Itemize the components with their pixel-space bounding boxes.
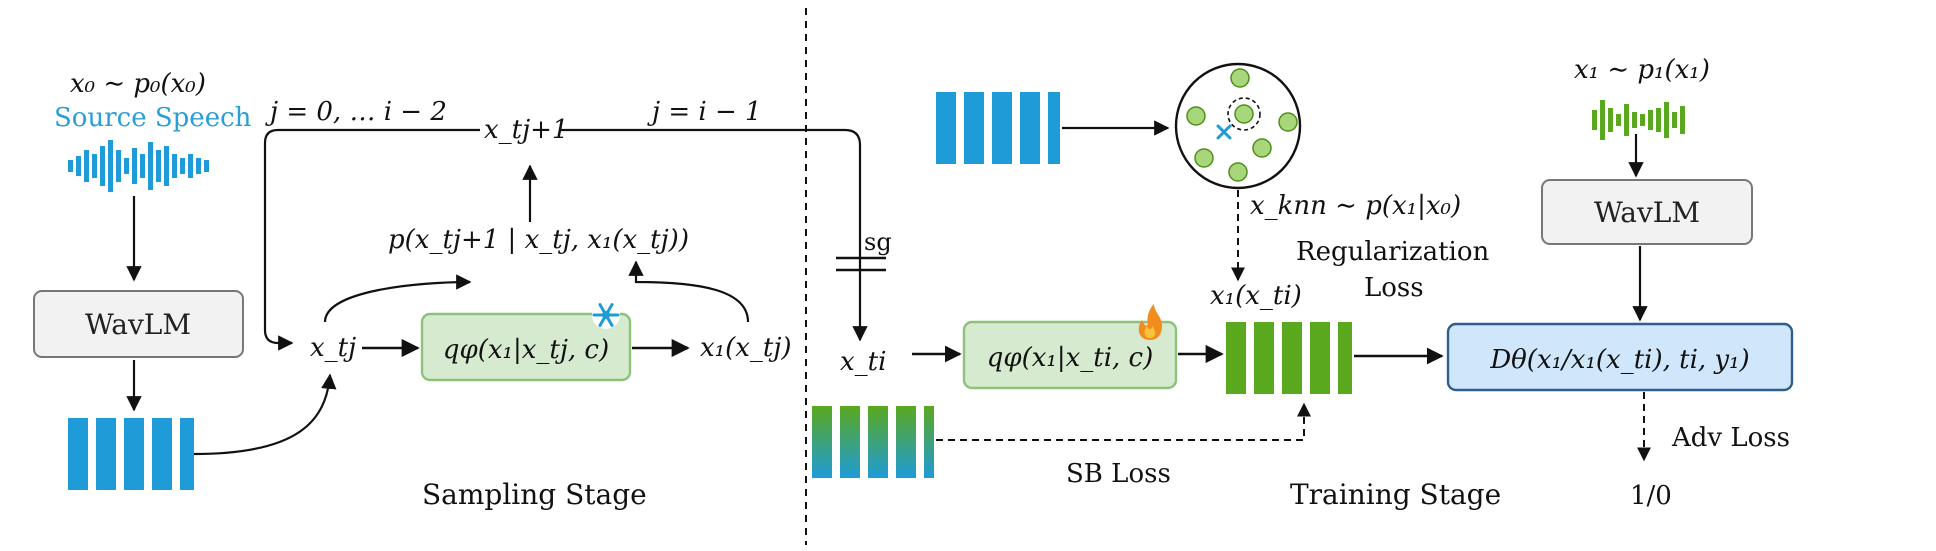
x-tj-plus-1: x_tj+1 (484, 115, 569, 145)
source-feature-blocks (68, 418, 194, 490)
q-model-train-box (962, 320, 1178, 390)
target-waveform-icon (1592, 100, 1685, 140)
sampling-stage-label: Sampling Stage (422, 478, 647, 511)
discriminator-box (1446, 322, 1794, 392)
wavlm-box-right (1541, 179, 1753, 245)
wavlm-label-left: WavLM (85, 308, 191, 341)
q-model-train-label: qφ(x₁|x_ti, c) (987, 343, 1154, 373)
snowflake-icon (592, 301, 620, 329)
x-ti: x_ti (840, 347, 886, 377)
regularization-loss-label: Regularization Loss (1296, 237, 1498, 303)
source-distribution-eq: x₀ ∼ p₀(x₀) (70, 69, 206, 99)
knn-cluster (1174, 62, 1302, 190)
last-step-label: j = i − 1 (647, 97, 762, 127)
x-tj: x_tj (310, 333, 356, 363)
predicted-target-blocks (1226, 322, 1352, 394)
stop-gradient-label: sg (864, 228, 892, 256)
q-model-frozen-box (420, 312, 632, 382)
posterior-eq: p(x_tj+1 | x_tj, x₁(x_tj)) (388, 225, 689, 255)
adv-loss-label: Adv Loss (1671, 423, 1790, 453)
x1-of-x-ti: x₁(x_ti) (1210, 281, 1302, 311)
training-stage-label: Training Stage (1290, 478, 1501, 511)
source-waveform-icon (68, 140, 209, 192)
adv-output-label: 1/0 (1630, 481, 1672, 511)
loop-range-label: j = 0, … i − 2 (265, 97, 447, 127)
x1-of-x-tj: x₁(x_tj) (700, 333, 792, 363)
target-distribution-eq: x₁ ∼ p₁(x₁) (1574, 55, 1710, 85)
q-model-frozen-label: qφ(x₁|x_tj, c) (443, 335, 609, 365)
wavlm-label-right: WavLM (1594, 196, 1700, 229)
fire-icon (1138, 304, 1162, 340)
noisy-feature-blocks (812, 406, 934, 478)
discriminator-label: Dθ(x₁/x₁(x_ti), ti, y₁) (1489, 345, 1749, 375)
sb-loss-label: SB Loss (1066, 459, 1171, 489)
source-speech-label: Source Speech (54, 103, 252, 133)
wavlm-box-left (33, 290, 244, 358)
source-feature-blocks-right (936, 92, 1060, 164)
knn-eq: x_knn ∼ p(x₁|x₀) (1250, 191, 1461, 221)
